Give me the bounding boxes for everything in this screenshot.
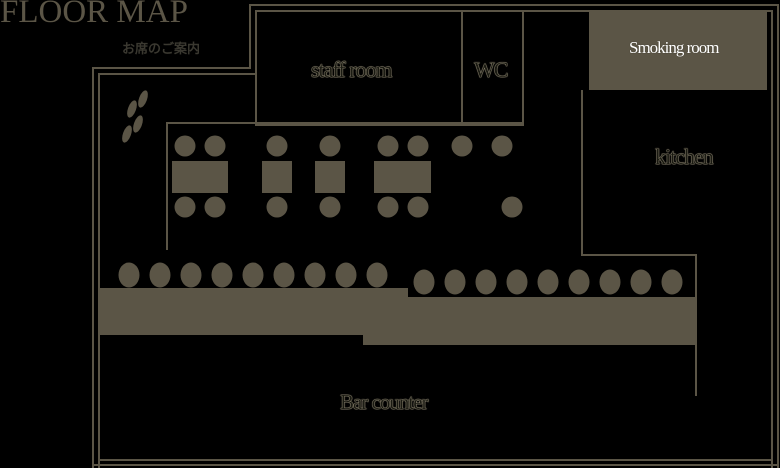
chair bbox=[451, 135, 473, 157]
bar-stool bbox=[118, 262, 140, 288]
chair bbox=[491, 135, 513, 157]
bar-stool bbox=[568, 269, 590, 295]
bar-stool bbox=[273, 262, 295, 288]
kitchen-wall bbox=[581, 90, 697, 396]
staff-room-wall bbox=[255, 11, 524, 126]
page-subtitle: お席のご案内 bbox=[122, 42, 201, 57]
chair bbox=[174, 196, 196, 218]
kitchen-label: kitchen bbox=[655, 144, 714, 169]
chair bbox=[501, 196, 523, 218]
bar-stool bbox=[444, 269, 466, 295]
bar-stool bbox=[211, 262, 233, 288]
bar-stool bbox=[537, 269, 559, 295]
wc-label: WC bbox=[474, 57, 508, 82]
table bbox=[262, 161, 292, 193]
table bbox=[172, 161, 228, 193]
bar-stool bbox=[413, 269, 435, 295]
bar-counter-label: Bar counter bbox=[340, 390, 429, 414]
bar-counter-left bbox=[100, 288, 408, 335]
chair bbox=[319, 135, 341, 157]
floor-bottom-wall bbox=[93, 459, 778, 466]
smoking-room bbox=[589, 12, 767, 90]
bar-stool bbox=[599, 269, 621, 295]
bar-stool bbox=[630, 269, 652, 295]
bar-stool bbox=[304, 262, 326, 288]
bar-stool bbox=[149, 262, 171, 288]
chair bbox=[377, 135, 399, 157]
outer-wall bbox=[92, 4, 779, 468]
bar-stool bbox=[180, 262, 202, 288]
footprints-icon bbox=[122, 90, 148, 143]
chair bbox=[407, 135, 429, 157]
bar-stool bbox=[475, 269, 497, 295]
chair bbox=[319, 196, 341, 218]
smoking-room-label: Smoking room bbox=[629, 38, 720, 57]
bar-counter-right bbox=[363, 297, 697, 345]
bar-stool bbox=[506, 269, 528, 295]
table bbox=[315, 161, 345, 193]
chair bbox=[266, 135, 288, 157]
bar-stool bbox=[242, 262, 264, 288]
staff-room-label: staff room bbox=[311, 57, 393, 82]
chair bbox=[204, 135, 226, 157]
table bbox=[374, 161, 431, 193]
chair bbox=[174, 135, 196, 157]
bar-stool bbox=[661, 269, 683, 295]
bar-stool bbox=[335, 262, 357, 288]
chair bbox=[266, 196, 288, 218]
chair bbox=[377, 196, 399, 218]
bar-stool bbox=[366, 262, 388, 288]
page-title: FLOOR MAP bbox=[0, 0, 188, 30]
chair bbox=[204, 196, 226, 218]
dining-partition bbox=[166, 122, 523, 250]
chair bbox=[407, 196, 429, 218]
